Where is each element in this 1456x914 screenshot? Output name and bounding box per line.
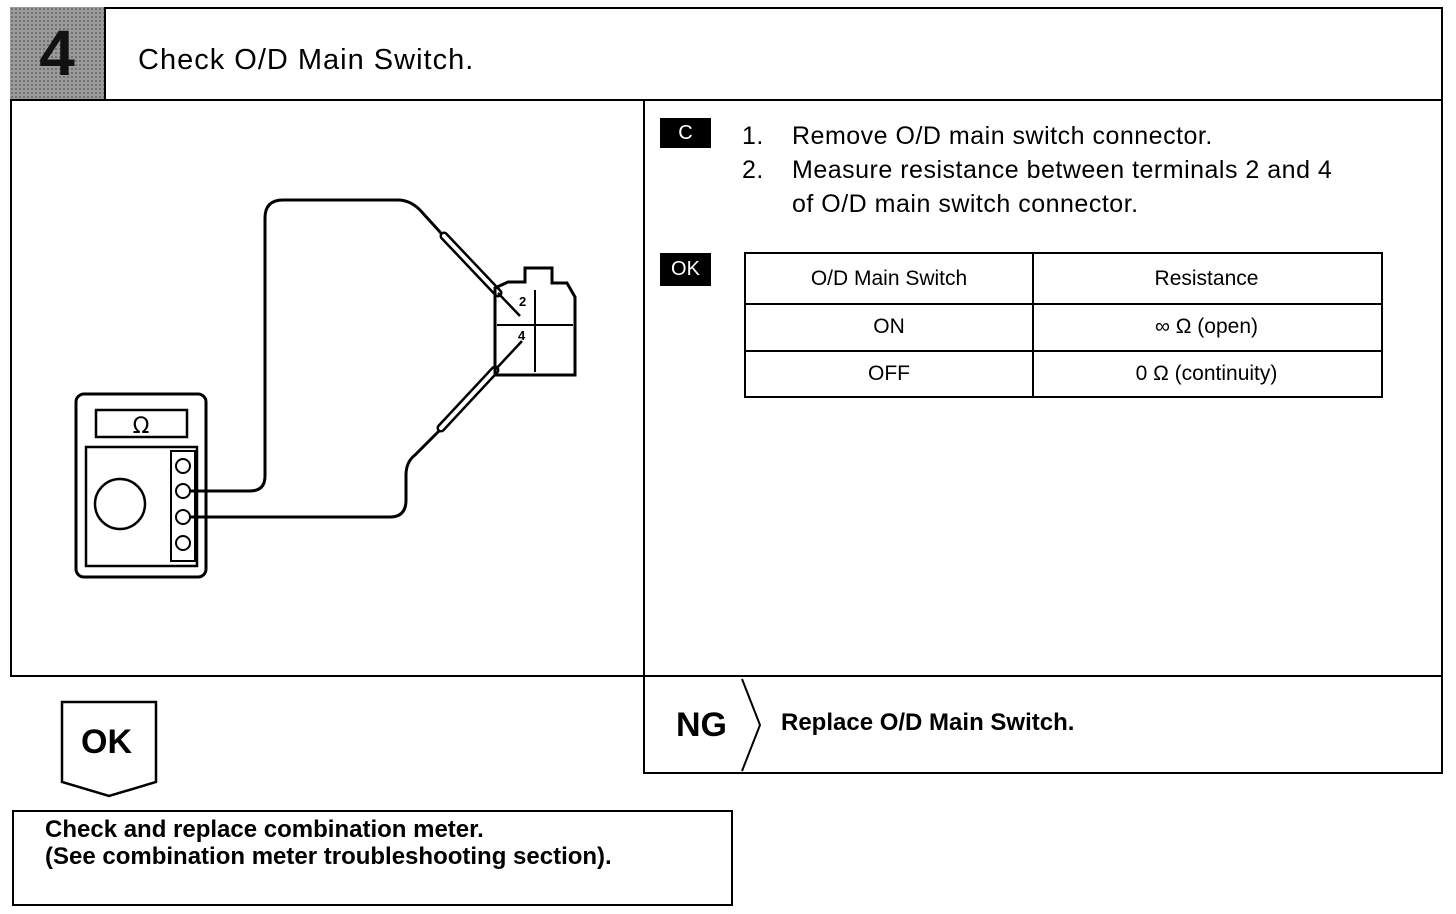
ohmmeter-display [94, 408, 189, 439]
jack-3 [175, 509, 191, 525]
ohmmeter-diagram: Ω 2 4 [74, 198, 577, 579]
step-number: 4 [39, 17, 75, 89]
instruction-number: 2. [742, 156, 764, 184]
ng-label: NG [676, 706, 727, 744]
jack-strip [170, 450, 196, 562]
ng-action: Replace O/D Main Switch. [781, 709, 1075, 736]
table-cell: 0 Ω (continuity) [1135, 361, 1278, 385]
ok-action-line: Check and replace combination meter. [45, 816, 484, 843]
instruction-number: 1. [742, 122, 764, 150]
check-badge: C [660, 118, 711, 148]
instruction-2-continued: of O/D main switch connector. [792, 190, 1139, 218]
table-cell: ON [873, 315, 905, 338]
instruction-text: Measure resistance between terminals 2 a… [792, 156, 1333, 184]
resistance-spec-table: O/D Main Switch Resistance ON ∞ Ω (open)… [744, 252, 1383, 398]
table-cell: OFF [868, 361, 910, 385]
table-header: O/D Main Switch [810, 267, 968, 290]
instruction-text: Remove O/D main switch connector. [792, 122, 1213, 150]
table-cell: ∞ Ω (open) [1154, 315, 1259, 338]
ohmmeter-panel [84, 445, 199, 568]
header-divider [104, 99, 1443, 101]
ok-action-box [12, 810, 733, 906]
lead-wire-lower [190, 431, 439, 519]
table-header: Resistance [1154, 267, 1259, 290]
table-header-row: O/D Main Switch Resistance [746, 254, 1381, 304]
ok-badge: OK [660, 253, 711, 286]
ohm-symbol: Ω [133, 414, 150, 439]
ohmmeter-body [74, 392, 208, 579]
ohmmeter-dial [93, 477, 147, 531]
probe-upper [438, 231, 521, 317]
step-number-box: 4 [10, 7, 106, 101]
chevron-right-icon [741, 678, 762, 772]
ok-arrow-icon [60, 700, 158, 798]
terminal-label-2: 2 [519, 294, 526, 309]
jack-2 [175, 483, 191, 499]
step-title: Check O/D Main Switch. [138, 44, 475, 76]
jack-4 [175, 535, 191, 551]
switch-connector: 2 4 [493, 266, 577, 377]
lead-wire-upper [190, 198, 442, 493]
column-divider [643, 101, 645, 677]
ok-label: OK [81, 723, 132, 761]
ok-action-line: (See combination meter troubleshooting s… [45, 843, 612, 870]
ng-branch-box [643, 675, 1443, 774]
terminal-label-4: 4 [518, 328, 526, 343]
table-row: ON ∞ Ω (open) [746, 304, 1381, 350]
table-row: OFF 0 Ω (continuity) [746, 351, 1381, 396]
jack-1 [175, 458, 191, 474]
probe-lower [435, 340, 523, 435]
